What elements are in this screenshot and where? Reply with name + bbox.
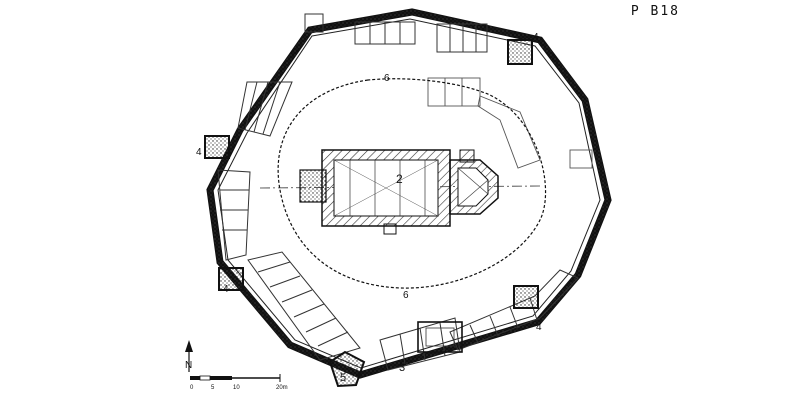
label-inner-line-south: 6 (403, 290, 409, 301)
tower-southeast (513, 285, 539, 309)
storage-cells-west (217, 81, 293, 261)
scale-tick-5: 5 (211, 385, 215, 391)
label-tower-southeast: 4 (536, 322, 542, 333)
outer-enclosure-wall (206, 8, 612, 379)
north-arrow-icon (185, 340, 193, 372)
label-tower-northeast: 4 (533, 32, 539, 43)
corner-tower (328, 350, 366, 388)
label-church: 2 (396, 172, 403, 186)
north-arrow-label: N (185, 360, 192, 371)
scale-tick-0: 0 (190, 385, 194, 391)
tower-northeast (507, 39, 533, 65)
plan-sheet-reference: P B18 (630, 4, 680, 19)
storage-cells-southeast (379, 269, 579, 371)
storage-cells-southwest (247, 251, 361, 361)
inner-enclosure-line (277, 78, 547, 289)
storage-cells-east (427, 77, 593, 169)
storage-cells-north (304, 13, 488, 53)
fortified-church (299, 149, 499, 235)
tower-west (204, 135, 230, 159)
scale-tick-10: 10 (233, 385, 240, 391)
gate-tower (417, 321, 463, 353)
scale-tick-20m: 20m (276, 385, 288, 391)
label-tower-west: 4 (196, 147, 202, 158)
label-inner-line-north: 6 (384, 73, 390, 84)
tower-southwest (218, 267, 244, 291)
scale-bar (190, 374, 281, 382)
label-tower-southwest: 4 (223, 284, 229, 295)
label-corner-tower: 5 (340, 372, 346, 384)
label-gate: 3 (399, 362, 405, 374)
